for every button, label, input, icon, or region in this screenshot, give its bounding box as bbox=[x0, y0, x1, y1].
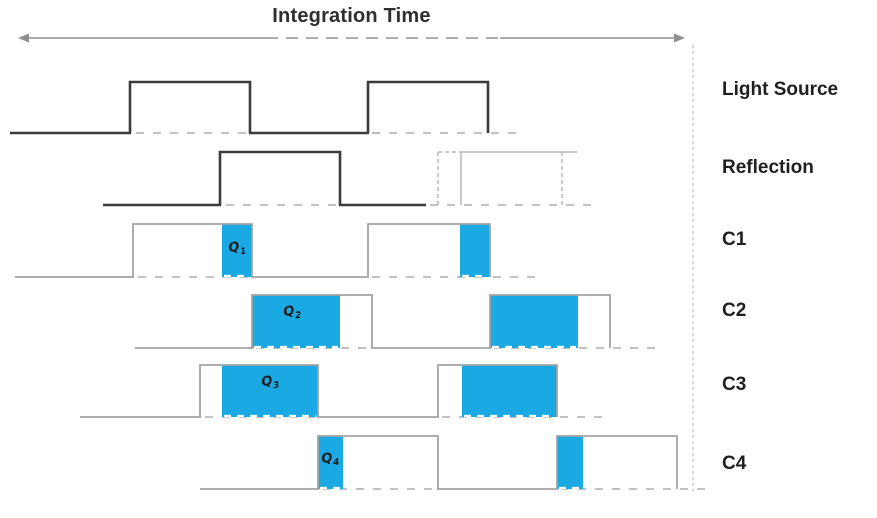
row-label-c4: C4 bbox=[722, 453, 747, 474]
row-label-c3: C3 bbox=[722, 374, 747, 395]
light-source-pulse bbox=[128, 80, 252, 133]
c1-pulse bbox=[132, 223, 253, 277]
arrowhead-right-icon bbox=[674, 33, 685, 43]
c2-charge-region bbox=[490, 295, 578, 348]
c3-pulse bbox=[437, 364, 558, 417]
light-source-pulse bbox=[366, 80, 490, 133]
c4-pulse bbox=[556, 435, 678, 489]
c3-charge-region bbox=[222, 365, 318, 417]
c3-charge-region bbox=[462, 365, 557, 417]
c2-pulse bbox=[489, 294, 611, 348]
c2-charge-region bbox=[252, 295, 340, 348]
row-label-c2: C2 bbox=[722, 300, 747, 321]
arrowhead-left-icon bbox=[18, 33, 29, 43]
row-label-light-source: Light Source bbox=[722, 79, 839, 100]
c4-charge-region bbox=[318, 436, 343, 489]
c4-pulse bbox=[317, 435, 439, 489]
c2-pulse bbox=[251, 294, 373, 348]
reflection-pulse bbox=[218, 150, 342, 205]
c1-pulse bbox=[367, 223, 491, 277]
c3-pulse bbox=[199, 364, 319, 417]
row-label-c1: C1 bbox=[722, 229, 747, 250]
row-label-reflection: Reflection bbox=[722, 157, 814, 178]
c4-charge-region bbox=[557, 436, 583, 489]
c1-charge-region bbox=[460, 224, 490, 277]
c1-charge-region bbox=[222, 224, 252, 277]
diagram-title: Integration Time bbox=[272, 5, 431, 27]
